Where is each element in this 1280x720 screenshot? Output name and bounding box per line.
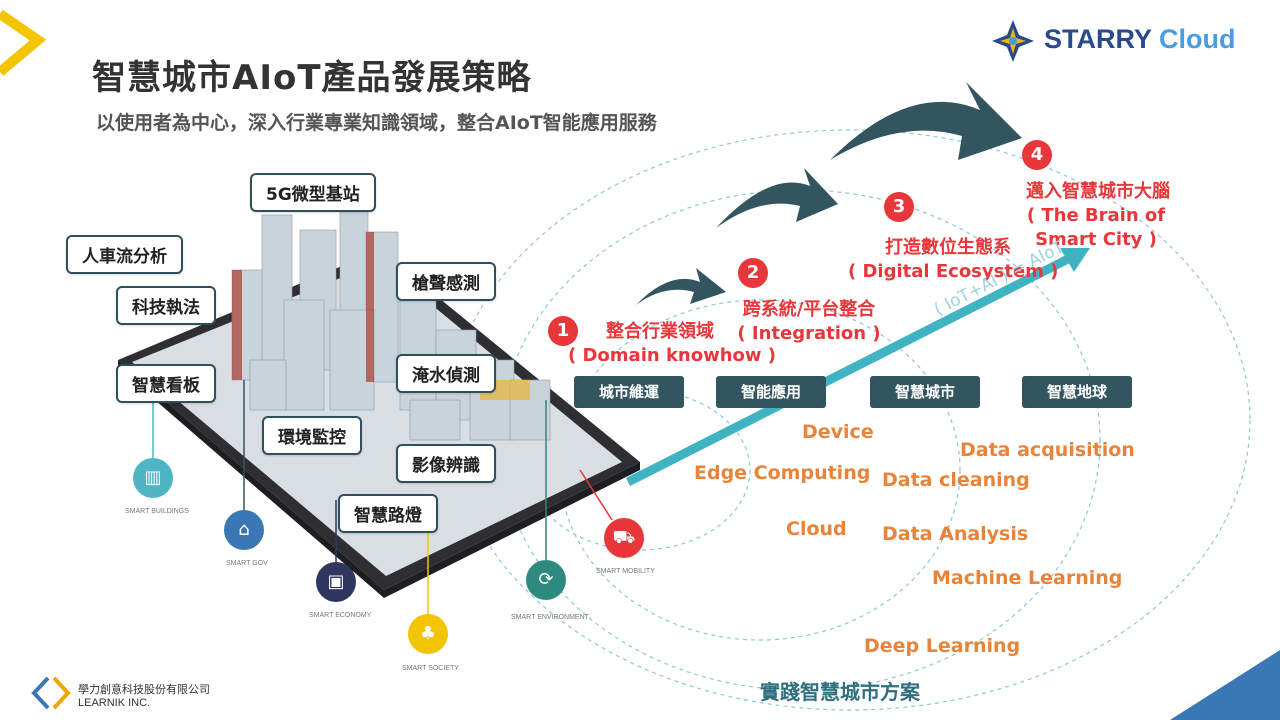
logo-word-cloud: Cloud — [1159, 24, 1236, 54]
label-smart-billboard: 智慧看板 — [116, 364, 216, 403]
stage-2-text: 跨系統/平台整合 ( Integration ) — [734, 298, 884, 346]
smart-economy-label: SMART ECONOMY — [309, 612, 372, 619]
stage-4-subtitle-2: Smart City ) — [1035, 229, 1157, 250]
smart-buildings-icon: ▥ — [133, 458, 173, 498]
bottom-cta-text: 實踐智慧城市方案 — [760, 680, 920, 704]
growth-arrow-3 — [830, 82, 1022, 160]
label-environment-monitoring: 環境監控 — [262, 416, 362, 455]
aiot-arrow-head — [1060, 248, 1090, 272]
smart-gov-icon: ⌂ — [224, 510, 264, 550]
smart-buildings-label: SMART BUILDINGS — [125, 508, 189, 515]
stage-3-text: 打造數位生態系 ( Digital Ecosystem ) — [848, 236, 1059, 284]
label-flood-detection: 淹水偵測 — [396, 354, 496, 393]
smart-environment-label: SMART ENVIRONMENT — [511, 614, 589, 621]
corner-triangle-decoration — [1170, 650, 1280, 720]
aiot-diagonal-arrow — [625, 253, 1073, 487]
smart-society-icon: ♣ — [408, 614, 448, 654]
label-tech-enforcement: 科技執法 — [116, 286, 216, 325]
stage-1-number: 1 — [548, 316, 578, 346]
growth-arrow-2 — [716, 168, 838, 228]
label-image-recognition: 影像辨識 — [396, 444, 496, 483]
label-smart-streetlight: 智慧路燈 — [338, 494, 438, 533]
corner-decoration — [0, 9, 47, 76]
term-cloud: Cloud — [786, 518, 847, 540]
growth-arrow-1 — [636, 268, 726, 305]
smart-environment-icon: ⟳ — [526, 560, 566, 600]
stage-4-title: 邁入智慧城市大腦 — [1026, 181, 1170, 202]
stage-2-number: 2 — [738, 258, 768, 288]
term-edge-computing: Edge Computing — [694, 462, 871, 484]
starry-logo-icon — [992, 20, 1034, 62]
category-smart-application: 智能應用 — [716, 376, 826, 408]
smart-mobility-icon: ⛟ — [604, 518, 644, 558]
stage-1-title: 整合行業領域 — [606, 321, 714, 342]
term-device: Device — [802, 421, 874, 443]
stage-3-title: 打造數位生態系 — [885, 237, 1011, 258]
smart-society-label: SMART SOCIETY — [402, 665, 459, 672]
stage-1-subtitle: ( Domain knowhow ) — [568, 345, 777, 366]
orbit-ellipse-1 — [559, 299, 961, 641]
smart-city-illustration — [118, 204, 640, 598]
term-data-cleaning: Data cleaning — [882, 469, 1030, 491]
brand-logo-text: STARRY Cloud — [1044, 24, 1236, 55]
smart-mobility-label: SMART MOBILITY — [596, 568, 655, 575]
term-machine-learning: Machine Learning — [932, 567, 1123, 589]
logo-word-starry: STARRY — [1044, 24, 1152, 54]
page-title: 智慧城市AIoT產品發展策略 — [92, 58, 532, 98]
term-data-analysis: Data Analysis — [882, 523, 1029, 545]
smart-gov-label: SMART GOV — [226, 560, 268, 567]
category-smart-city: 智慧城市 — [870, 376, 980, 408]
smart-economy-icon: ▣ — [316, 562, 356, 602]
page-subtitle: 以使用者為中心，深入行業專業知識領域，整合AIoT智能應用服務 — [96, 112, 657, 134]
stage-1-text: 整合行業領域 ( Domain knowhow ) — [568, 320, 777, 368]
footer-company-cn: 學力創意科技股份有限公司 — [78, 683, 210, 696]
category-city-operation: 城市維運 — [574, 376, 684, 408]
term-data-acquisition: Data acquisition — [960, 439, 1135, 461]
label-gunshot-detection: 槍聲感測 — [396, 262, 496, 301]
stage-2-subtitle: ( Integration ) — [737, 323, 881, 344]
stage-3-number: 3 — [884, 192, 914, 222]
stage-4-text: 邁入智慧城市大腦 ( The Brain of Smart City ) — [1026, 180, 1170, 252]
label-traffic-analysis: 人車流分析 — [66, 235, 183, 274]
category-smart-earth: 智慧地球 — [1022, 376, 1132, 408]
stage-3-subtitle: ( Digital Ecosystem ) — [848, 261, 1059, 282]
footer-company-en: LEARNIK INC. — [78, 697, 151, 709]
stage-4-subtitle: ( The Brain of — [1026, 205, 1166, 226]
stage-2-title: 跨系統/平台整合 — [742, 299, 876, 320]
stage-4-number: 4 — [1022, 140, 1052, 170]
term-deep-learning: Deep Learning — [864, 635, 1021, 657]
label-5g-base-station: 5G微型基站 — [250, 173, 376, 212]
learnik-logo-icon — [31, 676, 71, 710]
